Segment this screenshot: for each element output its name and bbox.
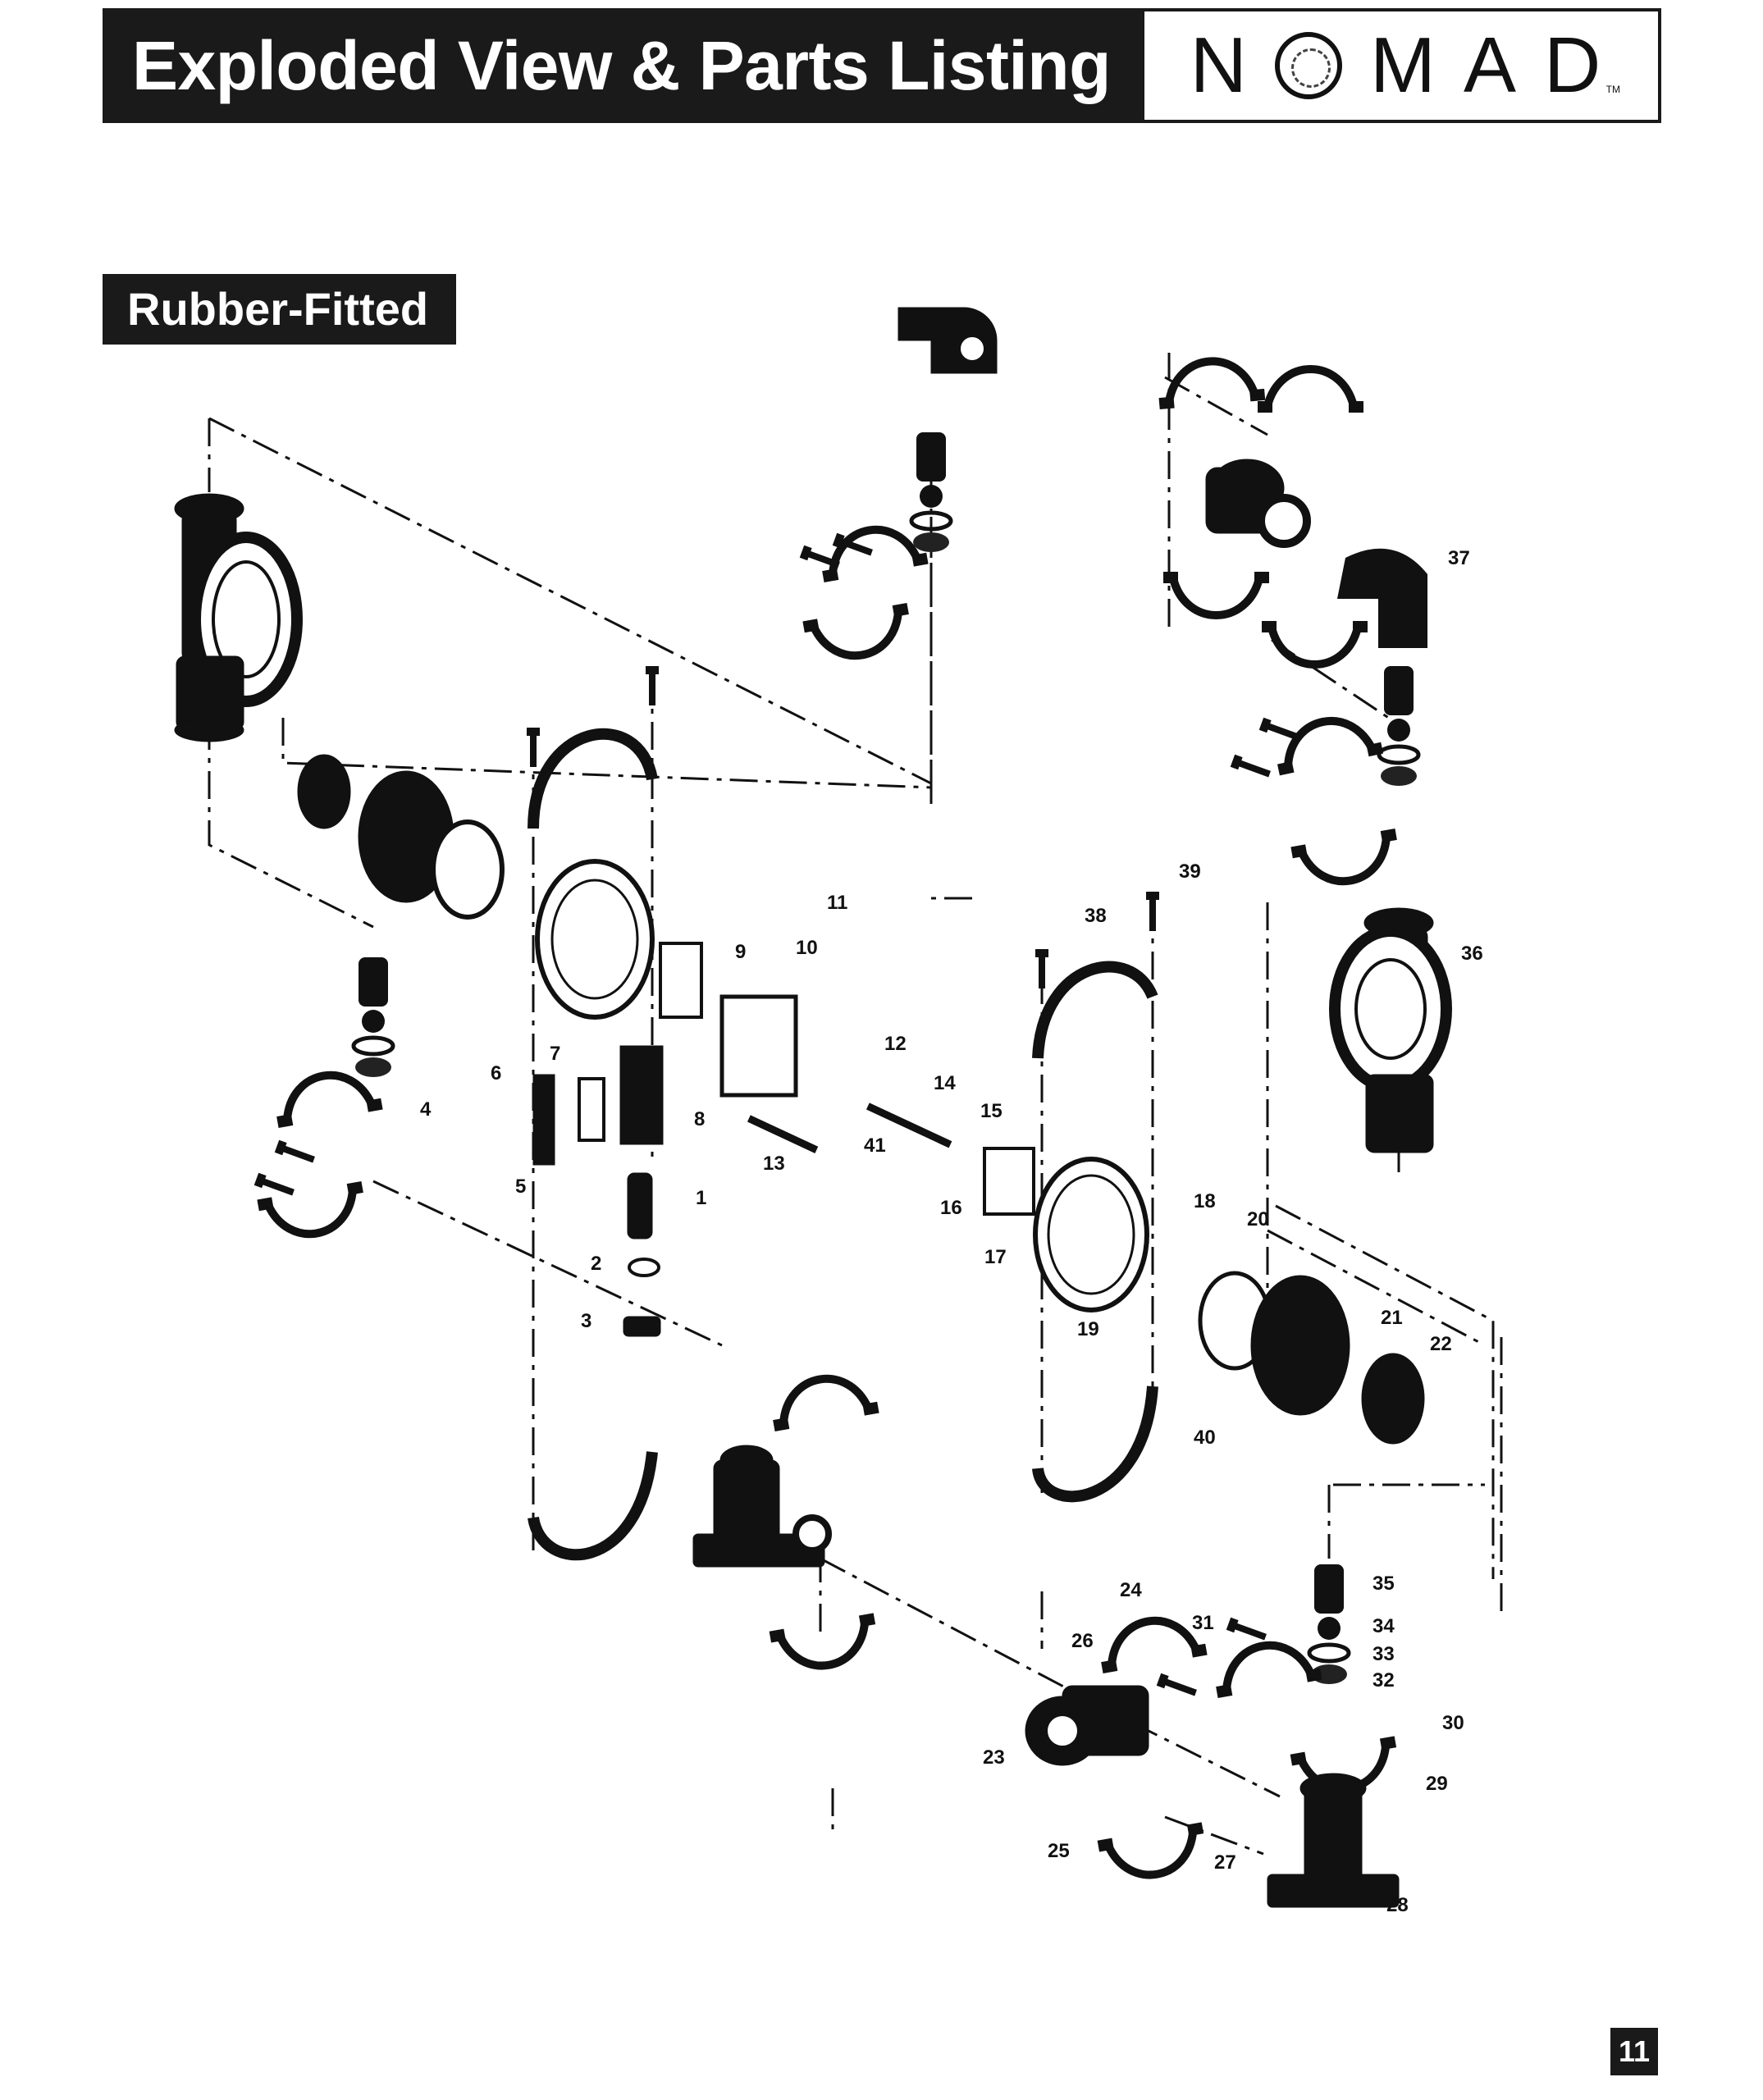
callout-31: 31 — [1192, 1612, 1214, 1634]
callout-27: 27 — [1214, 1851, 1236, 1874]
left-housing — [174, 493, 303, 742]
callout-32: 32 — [1372, 1669, 1395, 1691]
callout-3: 3 — [581, 1310, 591, 1332]
callout-15: 15 — [980, 1100, 1003, 1122]
callout-6: 6 — [491, 1062, 501, 1084]
top-right-tee — [1205, 459, 1311, 548]
callout-36: 36 — [1461, 943, 1483, 965]
callout-11: 11 — [827, 892, 847, 914]
page-title: Exploded View & Parts Listing — [132, 27, 1111, 104]
callout-2: 2 — [591, 1253, 601, 1275]
right-diaphragm-stack — [1033, 1157, 1425, 1445]
callout-19: 19 — [1077, 1318, 1099, 1340]
callout-9: 9 — [735, 941, 746, 963]
callout-8: 8 — [694, 1108, 705, 1130]
callout-30: 30 — [1442, 1712, 1464, 1734]
callout-1: 1 — [696, 1187, 706, 1209]
page-number: 11 — [1610, 2028, 1658, 2075]
callout-12: 12 — [884, 1033, 907, 1055]
part-callouts: 1 2 3 4 5 6 7 8 9 10 11 12 13 14 15 16 1… — [420, 547, 1483, 1916]
callout-38: 38 — [1085, 905, 1107, 927]
callout-35: 35 — [1372, 1573, 1395, 1595]
left-diaphragm-stack — [297, 754, 655, 1020]
callout-20: 20 — [1247, 1208, 1269, 1230]
logo-letters-mad: MAD — [1370, 21, 1629, 109]
callout-29: 29 — [1426, 1773, 1448, 1795]
callout-13: 13 — [763, 1153, 785, 1175]
top-elbow — [897, 307, 998, 374]
section-label: Rubber-Fitted — [103, 274, 456, 345]
callout-18: 18 — [1194, 1190, 1216, 1212]
callout-34: 34 — [1372, 1615, 1395, 1637]
callout-4: 4 — [420, 1098, 432, 1121]
callout-22: 22 — [1430, 1333, 1452, 1355]
callout-25: 25 — [1048, 1840, 1070, 1862]
logo-o-emblem-icon — [1275, 32, 1342, 99]
callout-17: 17 — [984, 1246, 1007, 1268]
header-bar: Exploded View & Parts Listing N MAD TM — [103, 8, 1661, 123]
callout-37: 37 — [1448, 547, 1470, 569]
callout-41: 41 — [864, 1134, 886, 1157]
bottom-tee-23 — [1025, 1685, 1149, 1766]
callout-39: 39 — [1179, 861, 1201, 883]
left-lower-clamp — [528, 1451, 658, 1561]
bottom-right-pedestal-28 — [1267, 1773, 1400, 1908]
callout-14: 14 — [934, 1072, 956, 1094]
callout-40: 40 — [1194, 1427, 1216, 1449]
nomad-logo: N MAD TM — [1144, 11, 1658, 120]
right-lower-clamp — [1032, 1386, 1158, 1503]
bottom-manifold-left — [692, 1445, 832, 1568]
callout-33: 33 — [1372, 1643, 1395, 1665]
callout-21: 21 — [1381, 1307, 1403, 1329]
callout-7: 7 — [550, 1043, 560, 1065]
trademark-mark: TM — [1605, 84, 1620, 95]
right-big-clamp — [1032, 961, 1158, 1059]
elbow-37 — [1337, 548, 1427, 648]
callout-23: 23 — [983, 1746, 1005, 1769]
logo-letter-n: N — [1190, 21, 1275, 109]
logo-wordmark: N MAD — [1144, 11, 1658, 120]
callout-5: 5 — [515, 1176, 526, 1198]
callout-10: 10 — [796, 937, 818, 959]
left-big-clamp — [528, 728, 658, 829]
callout-28: 28 — [1386, 1894, 1409, 1916]
air-valve-parts — [532, 942, 1035, 1337]
right-housing-36 — [1329, 907, 1452, 1153]
callout-26: 26 — [1071, 1630, 1094, 1652]
callout-24: 24 — [1120, 1579, 1142, 1601]
callout-16: 16 — [940, 1197, 962, 1219]
